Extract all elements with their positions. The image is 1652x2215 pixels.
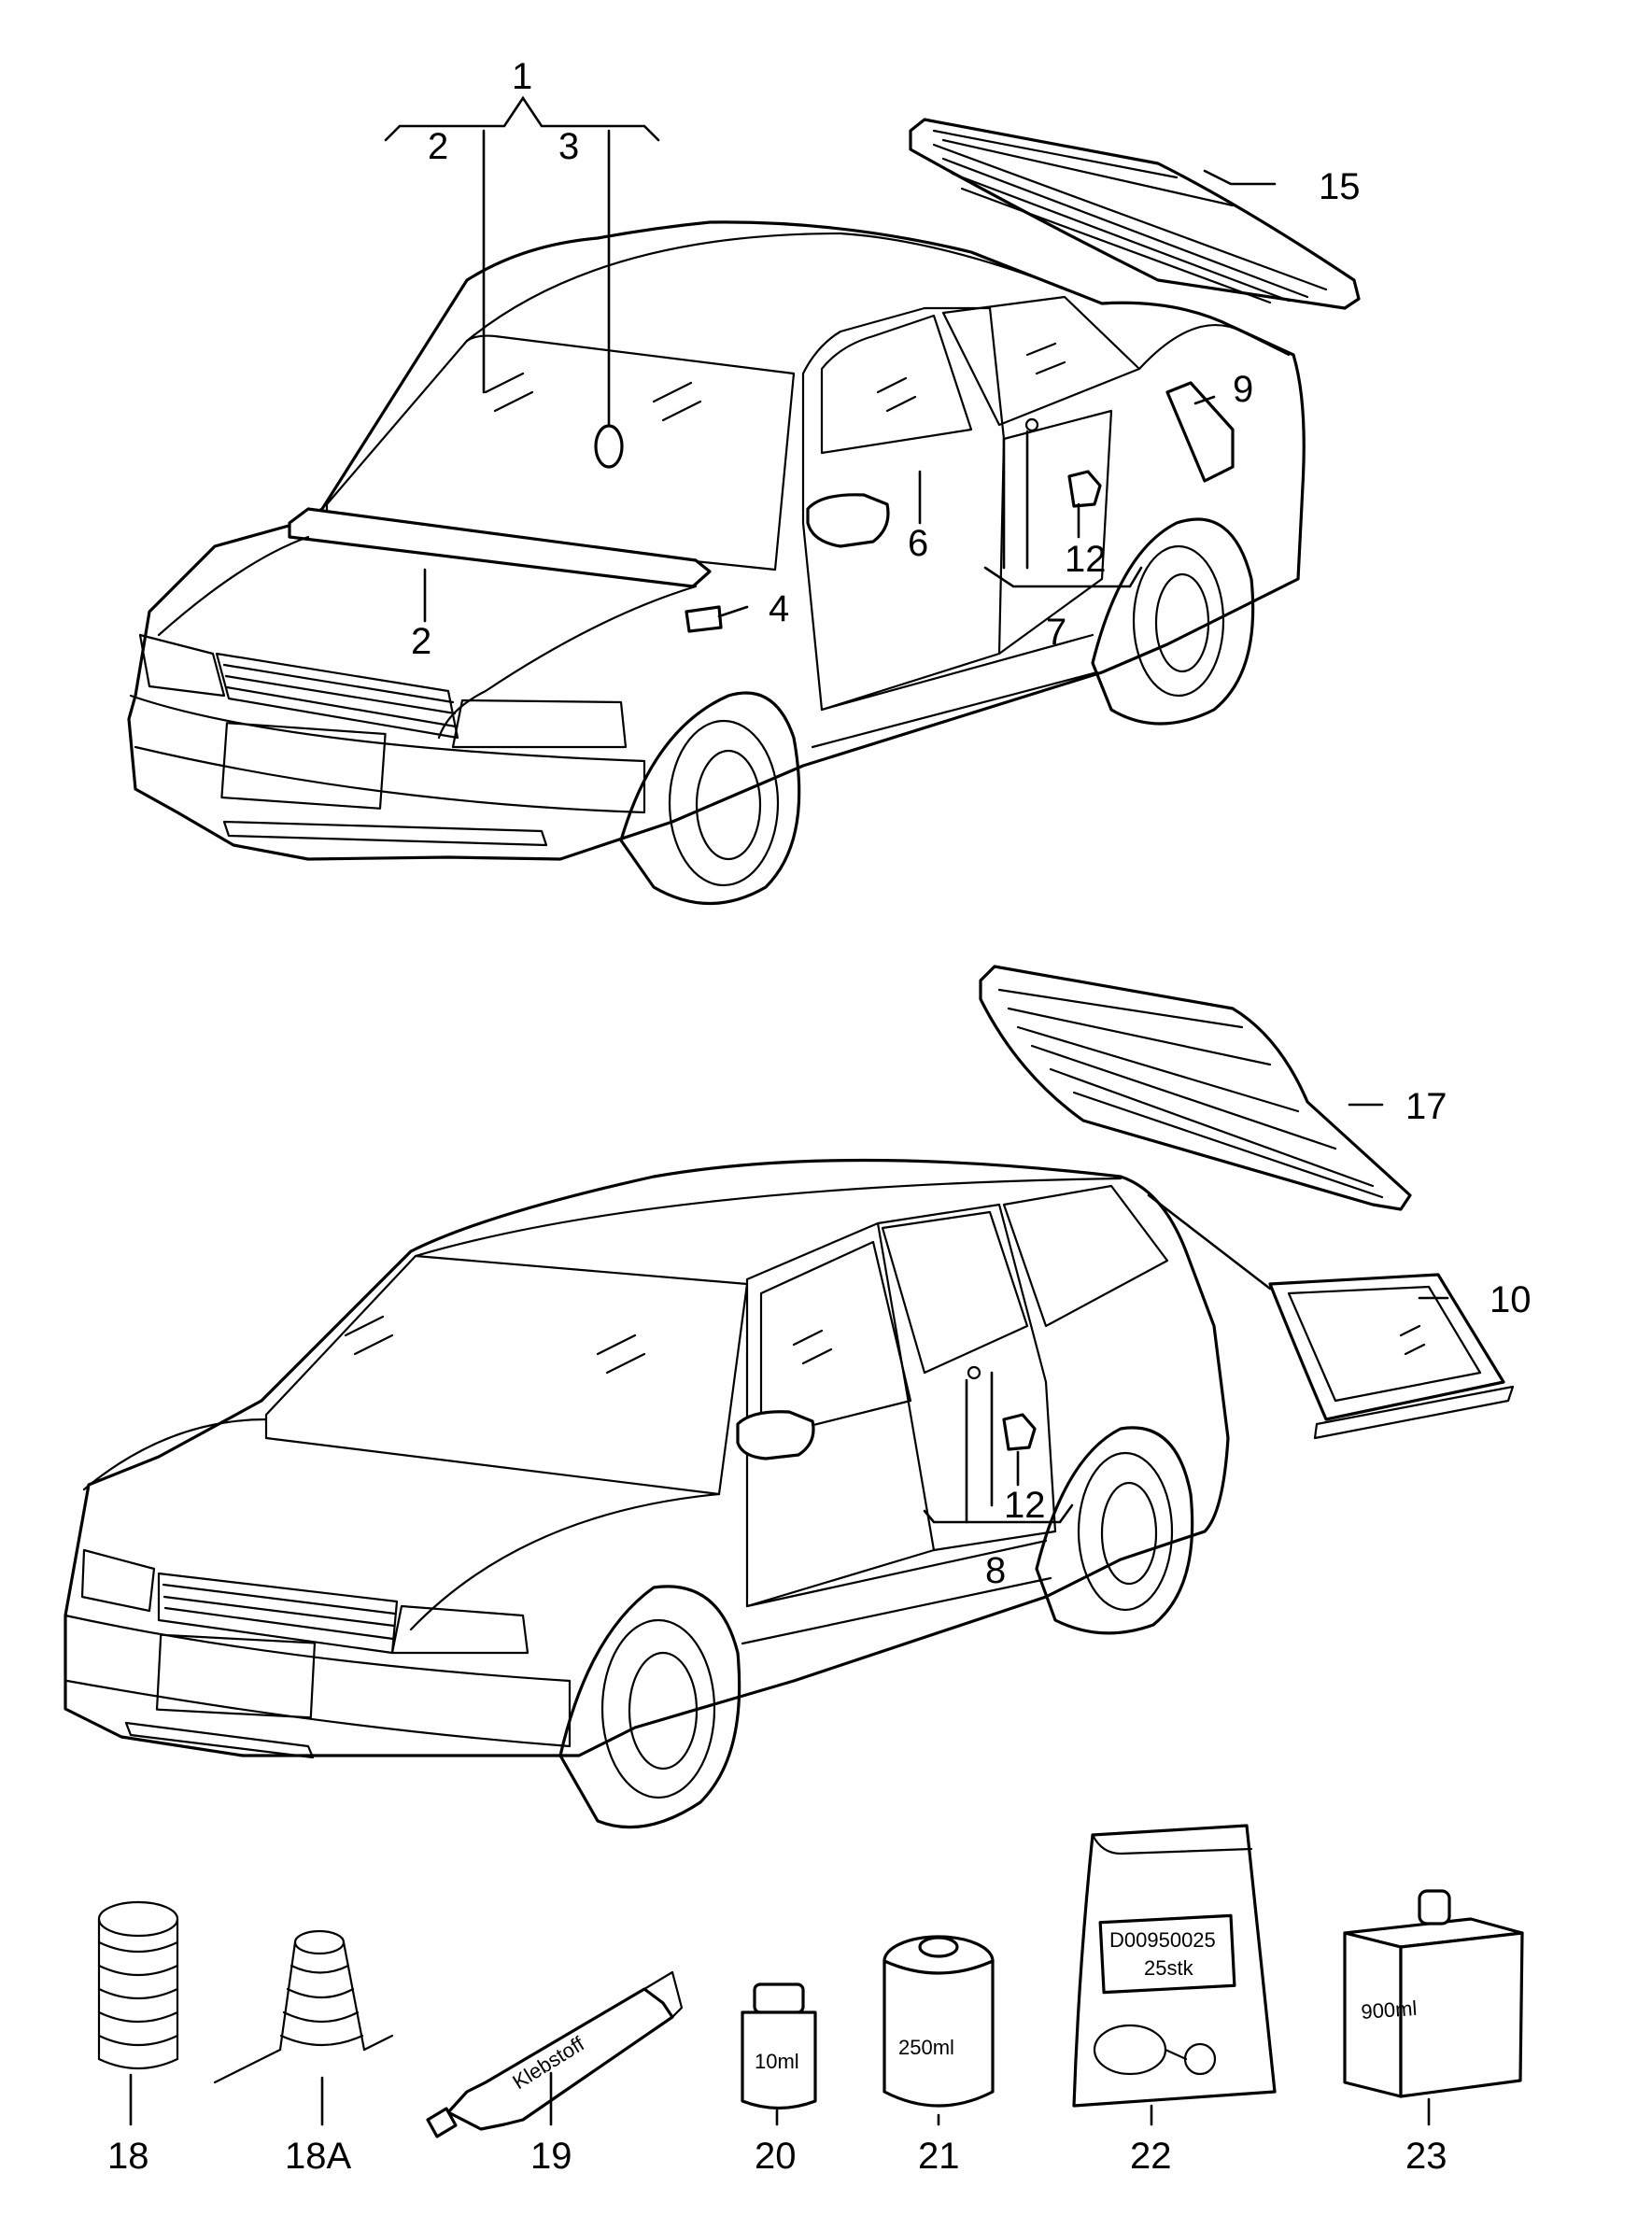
part-21-can: 250ml bbox=[882, 1935, 995, 2108]
wagon-illustration bbox=[64, 1158, 1230, 1829]
rear-window-15 bbox=[909, 118, 1361, 310]
callout-22: 22 bbox=[1130, 2136, 1172, 2177]
bag-count-label: 25stk bbox=[1144, 1956, 1194, 1980]
callout-6: 6 bbox=[908, 523, 928, 564]
callout-12-bottom: 12 bbox=[1004, 1485, 1046, 1526]
callout-20: 20 bbox=[755, 2136, 797, 2177]
callout-9: 9 bbox=[1233, 369, 1253, 410]
callout-10: 10 bbox=[1490, 1279, 1532, 1320]
bottle-label: 10ml bbox=[755, 2050, 799, 2073]
callout-17: 17 bbox=[1405, 1086, 1447, 1127]
callout-8: 8 bbox=[985, 1550, 1006, 1591]
callout-2-bottom: 2 bbox=[411, 621, 431, 662]
callout-1: 1 bbox=[512, 56, 532, 97]
box-label: 900ml bbox=[1361, 1996, 1419, 2024]
callout-7: 7 bbox=[1046, 612, 1066, 653]
callout-3: 3 bbox=[558, 126, 579, 167]
can-label: 250ml bbox=[898, 2036, 954, 2059]
rear-window-17 bbox=[979, 965, 1412, 1211]
callout-12-top: 12 bbox=[1065, 539, 1107, 580]
callout-numbers: 1 2 3 2 4 6 12 7 9 15 17 10 12 8 18 18A … bbox=[107, 56, 1532, 2177]
part-20-bottle: 10ml bbox=[741, 1982, 817, 2110]
side-window-10 bbox=[1268, 1273, 1515, 1440]
callout-2-top: 2 bbox=[428, 126, 448, 167]
callout-15: 15 bbox=[1319, 166, 1361, 207]
callout-4: 4 bbox=[769, 588, 789, 629]
callout-18: 18 bbox=[107, 2136, 149, 2177]
part-19-tube: Klebstoff bbox=[426, 1970, 684, 2138]
leader-lines bbox=[129, 95, 1449, 2126]
part-18a-cone bbox=[213, 1929, 394, 2084]
bag-code-label: D00950025 bbox=[1109, 1928, 1216, 1952]
callout-21: 21 bbox=[918, 2136, 960, 2177]
part-18-coil bbox=[97, 1900, 179, 2070]
sedan-illustration bbox=[127, 220, 1306, 906]
part-22-bag: D00950025 25stk bbox=[1072, 1824, 1277, 2108]
callout-18a: 18A bbox=[285, 2136, 351, 2177]
callout-19: 19 bbox=[530, 2136, 572, 2177]
callout-23: 23 bbox=[1405, 2136, 1447, 2177]
part-23-box: 900ml bbox=[1343, 1889, 1524, 2098]
